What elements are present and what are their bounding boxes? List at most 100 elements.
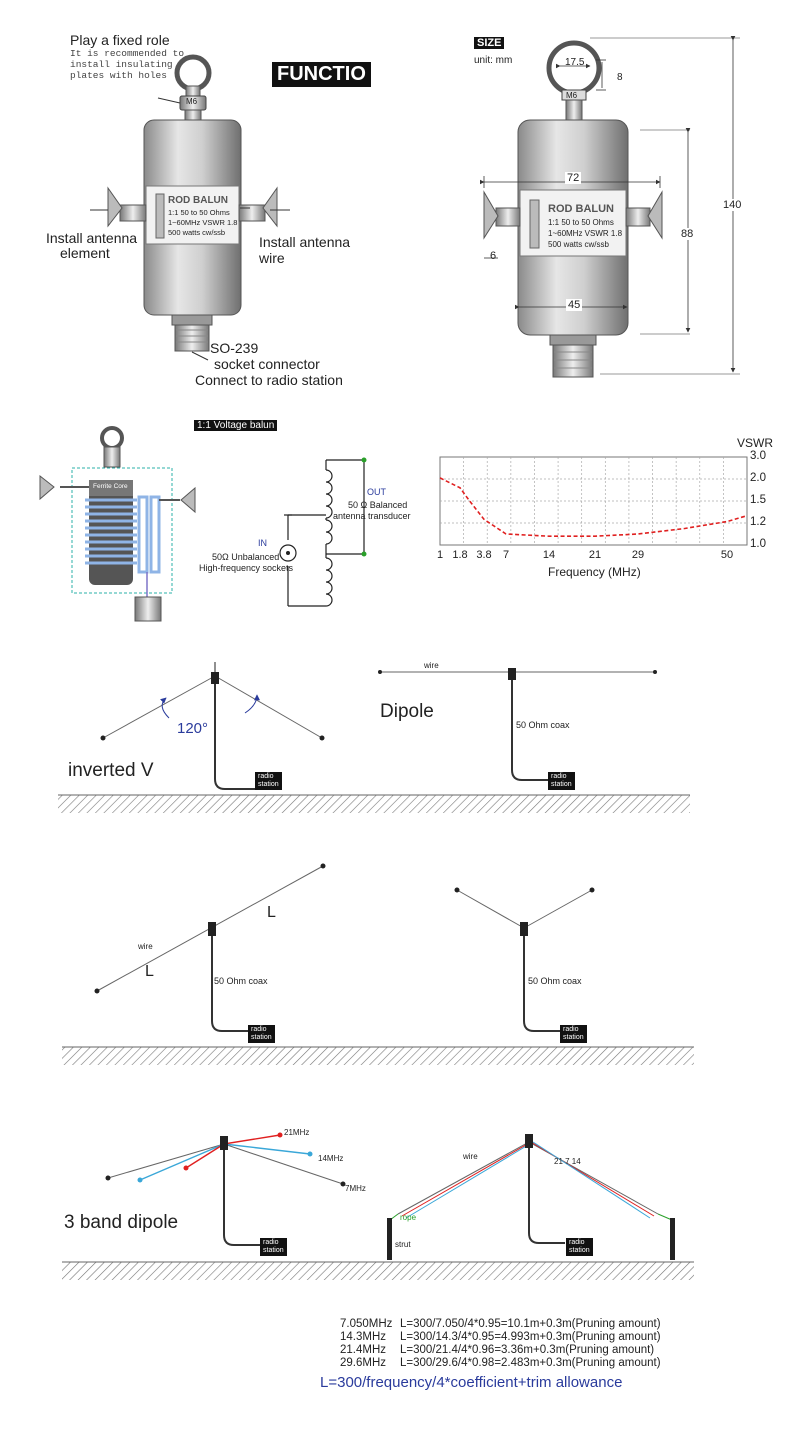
chart-series-line-0 <box>439 477 748 537</box>
chart-y-tick-label: 1.2 <box>750 516 766 528</box>
inverted-v-label: inverted V <box>68 760 154 781</box>
inverted-v-diagram <box>100 662 325 790</box>
chart-x-tick-label: 14 <box>542 549 556 561</box>
recommend-line-2: install insulating <box>70 59 173 70</box>
in-label: IN <box>258 538 267 548</box>
in-desc-1: 50Ω Unbalanced <box>212 552 280 562</box>
chart-x-tick-label: 3.8 <box>476 549 492 561</box>
radio-station-1-line1: radio <box>258 773 274 780</box>
balun-circuit <box>279 459 365 607</box>
formula-calc-4: L=300/29.6/4*0.98=2.483m+0.3m(Pruning am… <box>400 1357 661 1369</box>
balun-text-left-4: 500 watts cw/ssb <box>168 228 226 237</box>
install-element-label-2: element <box>60 245 110 261</box>
radio-station-2-line1: radio <box>551 773 567 780</box>
radio-station-4-line1: radio <box>563 1026 579 1033</box>
dim-8: 8 <box>617 72 623 83</box>
radio-station-4-line2: station <box>563 1034 584 1041</box>
dim-88: 88 <box>680 228 695 240</box>
chart-x-tick-label: 1.8 <box>452 549 468 561</box>
install-wire-label-2: wire <box>259 250 285 266</box>
out-desc-1: 50 Ω Balanced <box>348 500 408 510</box>
formula-freq-4: 29.6MHz <box>340 1357 387 1369</box>
formula-calc-1: L=300/7.050/4*0.95=10.1m+0.3m(Pruning am… <box>400 1318 661 1330</box>
chart-y-tick-label: 1.5 <box>750 494 766 506</box>
balun-text-left-1: ROD BALUN <box>168 195 228 206</box>
chart-x-tick-label: 1 <box>436 549 444 561</box>
radio-station-1-line2: station <box>258 781 279 788</box>
radio-station-2-line2: station <box>551 781 572 788</box>
chart-y-tick-label: 1.0 <box>750 538 766 550</box>
angle-label: 120° <box>177 720 209 737</box>
formula-general: L=300/frequency/4*coefficient+trim allow… <box>320 1374 623 1391</box>
dim-140: 140 <box>722 199 743 211</box>
sloper-l-upper: L <box>267 904 276 921</box>
connect-radio-label: Connect to radio station <box>195 372 343 388</box>
dipole-wire-label: wire <box>424 661 439 670</box>
ferrite-core-label: Ferrite Core <box>93 483 128 490</box>
circuit-nodes <box>286 457 367 557</box>
radio-station-6-line1: radio <box>569 1239 585 1246</box>
formula-freq-1: 7.050MHz <box>340 1318 393 1330</box>
radio-station-3-line1: radio <box>251 1026 267 1033</box>
strut-band-numbers: 21 7 14 <box>554 1157 581 1166</box>
socket-connector-label: socket connector <box>214 356 320 372</box>
out-label: OUT <box>367 487 386 497</box>
balun-text-left-3: 1~60MHz VSWR 1.8 <box>168 218 238 227</box>
unit-label: unit: mm <box>474 55 513 66</box>
chart-x-tick-label: 50 <box>720 549 734 561</box>
chart-title: VSWR <box>737 436 773 450</box>
sloper-wire-label: wire <box>138 942 153 951</box>
radio-station-5-line1: radio <box>263 1239 279 1246</box>
dim-45: 45 <box>566 299 583 311</box>
voltage-balun-tag: 1:1 Voltage balun <box>194 420 278 431</box>
three-band-diagram <box>105 1132 346 1246</box>
play-role-label: Play a fixed role <box>70 32 170 48</box>
install-wire-label-1: Install antenna <box>259 234 351 250</box>
vee-diagram <box>454 887 595 1032</box>
balun-device-left <box>90 54 290 361</box>
dipole-diagram <box>378 668 657 781</box>
chart-x-tick-label: 7 <box>502 549 510 561</box>
chart-y-tick-label: 3.0 <box>750 450 766 462</box>
balun-text-right-2: 1:1 50 to 50 Ohms <box>548 218 614 227</box>
recommend-line-3: plates with holes <box>70 70 167 81</box>
out-desc-2: antenna transducer <box>333 511 411 521</box>
balun-device-right <box>479 35 740 378</box>
three-band-label: 3 band dipole <box>64 1212 179 1233</box>
balun-text-right-1: ROD BALUN <box>548 203 614 215</box>
m6-label-right: M6 <box>566 91 578 100</box>
m6-label-left: M6 <box>186 97 198 106</box>
dim-6: 6 <box>490 250 497 262</box>
dipole-coax-label: 50 Ohm coax <box>516 720 570 730</box>
in-desc-2: High-frequency sockets <box>199 563 294 573</box>
chart-xlabel: Frequency (MHz) <box>548 565 641 579</box>
three-band-strut-diagram <box>387 1134 675 1260</box>
dipole-label: Dipole <box>380 701 434 722</box>
sloper-coax-label: 50 Ohm coax <box>214 976 268 986</box>
dim-72: 72 <box>565 172 582 184</box>
dim-17-5: 17.5 <box>565 57 585 68</box>
coil-diagram <box>39 426 196 622</box>
radio-station-5-line2: station <box>263 1247 284 1254</box>
sloper-l-lower: L <box>145 963 154 980</box>
chart-x-tick-label: 21 <box>588 549 602 561</box>
strut-wire-label: wire <box>463 1152 478 1161</box>
size-tag: SIZE <box>474 37 505 49</box>
strut-label: strut <box>395 1240 411 1249</box>
rope-label: rope <box>400 1213 417 1222</box>
formula-freq-3: 21.4MHz <box>340 1344 387 1356</box>
ground-strips <box>58 794 694 1280</box>
radio-station-3-line2: station <box>251 1034 272 1041</box>
formula-calc-3: L=300/21.4/4*0.96=3.36m+0.3m(Pruning amo… <box>400 1344 655 1356</box>
formula-freq-2: 14.3MHz <box>340 1331 387 1343</box>
freq-7-label: 7MHz <box>345 1184 366 1193</box>
formula-calc-2: L=300/14.3/4*0.95=4.993m+0.3m(Pruning am… <box>400 1331 661 1343</box>
recommend-line-1: It is recommended to <box>70 48 185 59</box>
vee-coax-label: 50 Ohm coax <box>528 976 582 986</box>
